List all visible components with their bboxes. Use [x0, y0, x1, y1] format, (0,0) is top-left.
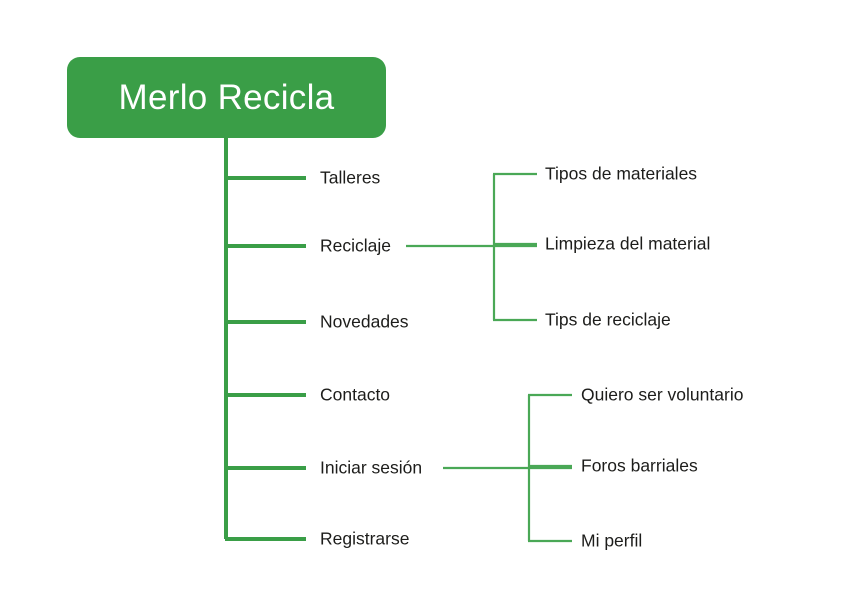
- node-reciclaje[interactable]: Reciclaje: [320, 235, 391, 256]
- node-novedades[interactable]: Novedades: [320, 311, 409, 332]
- node-foros-barriales[interactable]: Foros barriales: [581, 455, 698, 476]
- node-tips-de-reciclaje[interactable]: Tips de reciclaje: [545, 309, 671, 330]
- node-registrarse[interactable]: Registrarse: [320, 528, 410, 549]
- root-node-merlo-recicla[interactable]: Merlo Recicla: [67, 57, 386, 138]
- node-iniciar-sesion[interactable]: Iniciar sesión: [320, 457, 423, 478]
- node-mi-perfil[interactable]: Mi perfil: [581, 530, 643, 551]
- node-limpieza-del-material[interactable]: Limpieza del material: [545, 233, 711, 254]
- node-talleres[interactable]: Talleres: [320, 167, 381, 188]
- node-tipos-de-materiales[interactable]: Tipos de materiales: [545, 163, 698, 184]
- node-quiero-ser-voluntario[interactable]: Quiero ser voluntario: [581, 384, 744, 405]
- node-contacto[interactable]: Contacto: [320, 384, 391, 405]
- root-node-label: Merlo Recicla: [118, 78, 335, 117]
